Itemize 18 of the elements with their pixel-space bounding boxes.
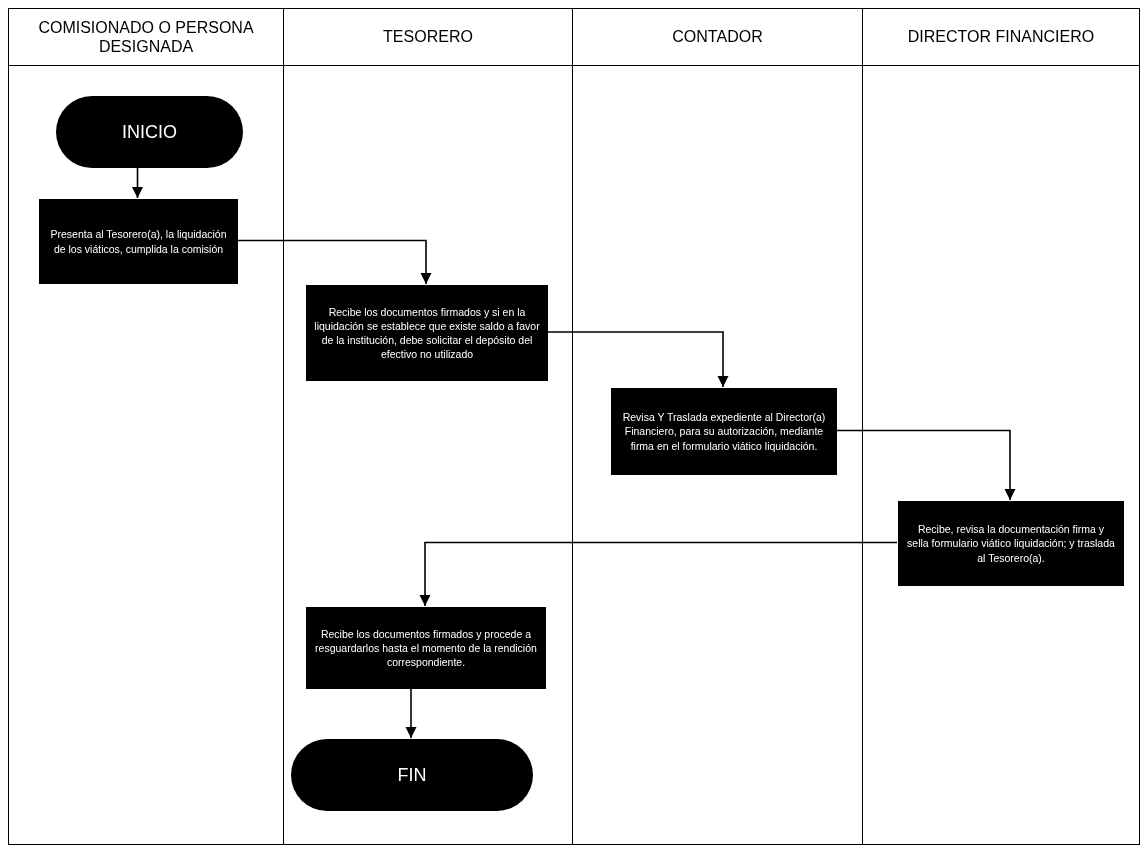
terminator-pill: INICIO	[56, 96, 243, 168]
arrow	[419, 541, 898, 607]
lane-header: COMISIONADO O PERSONA DESIGNADA	[9, 9, 283, 66]
process-box: Revisa Y Traslada expediente al Director(a) Financiero, para su autorización, mediante firma en el formulario viático liquidación.	[611, 388, 837, 475]
arrow	[405, 687, 417, 739]
terminator-pill: FIN	[291, 739, 533, 811]
lane-header: TESORERO	[284, 9, 572, 66]
swimlane	[283, 8, 573, 845]
arrow	[131, 166, 144, 199]
process-box: Recibe los documentos firmados y procede a resguardarlos hasta el momento de la rendición correspondiente.	[306, 607, 546, 689]
swimlane	[8, 8, 284, 845]
process-box: Presenta al Tesorero(a), la liquidación de los viáticos, cumplida la comisión	[39, 199, 238, 284]
lane-header: CONTADOR	[573, 9, 862, 66]
process-box: Recibe los documentos firmados y si en la liquidación se establece que existe saldo a favor de la institución, debe solicitar el depósito del efectivo no utilizado	[306, 285, 548, 381]
process-box: Recibe, revisa la documentación firma y sella formulario viático liquidación; y traslada al Tesorero(a).	[898, 501, 1124, 586]
swimlane	[862, 8, 1140, 845]
swimlane	[572, 8, 863, 845]
lane-header: DIRECTOR FINANCIERO	[863, 9, 1139, 66]
